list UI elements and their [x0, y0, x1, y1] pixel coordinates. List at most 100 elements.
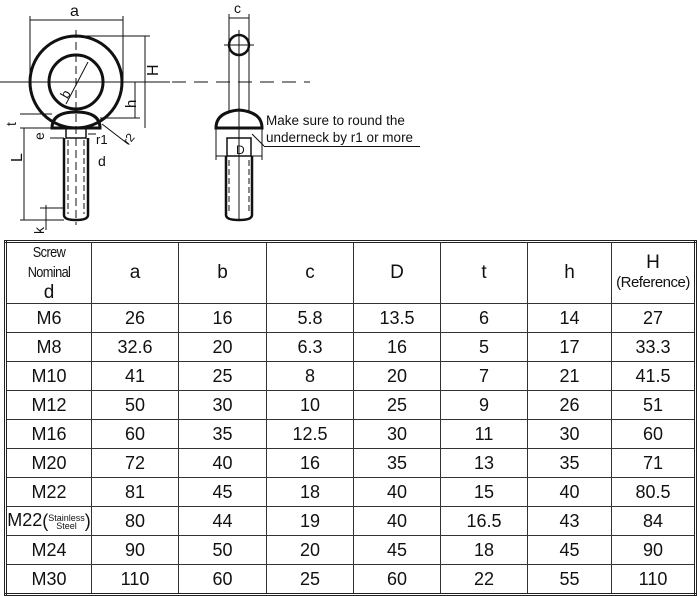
cell-c: 5.8	[266, 303, 354, 333]
cell-a: 72	[91, 448, 179, 478]
cell-b: 25	[178, 361, 267, 391]
label-e: e	[31, 132, 47, 140]
cell-a: 41	[91, 361, 179, 391]
cell-t: 15	[440, 477, 528, 507]
cell-c: 16	[266, 448, 354, 478]
nominal-value: M22	[7, 510, 43, 531]
nominal-value: M24	[31, 539, 67, 560]
header-H: H (Reference)	[611, 241, 696, 304]
nominal-value: M30	[31, 568, 67, 589]
cell-nominal: M22	[5, 477, 92, 507]
cell-a: 26	[91, 303, 179, 333]
label-r1: r1	[96, 132, 108, 147]
cell-D: 60	[353, 564, 441, 595]
cell-D: 13.5	[353, 303, 441, 333]
cell-H: 80.5	[611, 477, 696, 507]
eyebolt-drawing: a b H h t e r1 r2 d L k c D	[0, 0, 310, 234]
cell-c: 10	[266, 390, 354, 420]
nominal-value: M8	[36, 336, 62, 357]
nominal-value: M22	[31, 481, 67, 502]
cell-H: 71	[611, 448, 696, 478]
note-underline	[264, 146, 420, 147]
cell-h: 17	[527, 332, 612, 362]
cell-b: 35	[178, 419, 267, 449]
cell-D: 16	[353, 332, 441, 362]
cell-H: 90	[611, 535, 696, 565]
cell-h: 30	[527, 419, 612, 449]
label-d: d	[98, 153, 106, 169]
label-D: D	[236, 143, 245, 157]
label-c: c	[234, 0, 241, 16]
cell-H: 84	[611, 506, 696, 536]
note-line-1: Make sure to round the	[266, 113, 405, 128]
cell-nominal: M6	[5, 303, 92, 333]
label-a: a	[70, 3, 79, 20]
cell-H: 110	[611, 564, 696, 595]
cell-t: 7	[440, 361, 528, 391]
nominal-value: M16	[31, 423, 67, 444]
cell-c: 12.5	[266, 419, 354, 449]
cell-b: 60	[178, 564, 267, 595]
header-nominal-sub: d	[43, 282, 55, 303]
cell-a: 110	[91, 564, 179, 595]
cell-b: 20	[178, 332, 267, 362]
label-b: b	[57, 87, 74, 101]
label-t: t	[3, 122, 19, 126]
header-h: h	[527, 241, 612, 304]
header-H-label: H	[646, 252, 660, 273]
cell-h: 21	[527, 361, 612, 391]
table-header-row: Screw Nominal d a b c D t h H (Reference…	[5, 241, 696, 304]
cell-nominal: M16	[5, 419, 92, 449]
cell-b: 30	[178, 390, 267, 420]
cell-c: 6.3	[266, 332, 354, 362]
header-H-sub: (Reference)	[616, 274, 690, 291]
cell-H: 27	[611, 303, 696, 333]
cell-b: 40	[178, 448, 267, 478]
cell-t: 18	[440, 535, 528, 565]
cell-nominal: M12	[5, 390, 92, 420]
cell-D: 40	[353, 506, 441, 536]
nominal-value: M10	[31, 365, 67, 386]
cell-h: 26	[527, 390, 612, 420]
cell-H: 60	[611, 419, 696, 449]
label-H: H	[145, 64, 162, 76]
cell-h: 35	[527, 448, 612, 478]
dimension-table: Screw Nominal d a b c D t h H (Reference…	[4, 240, 697, 596]
cell-H: 41.5	[611, 361, 696, 391]
cell-D: 40	[353, 477, 441, 507]
nominal-value: M20	[31, 452, 67, 473]
cell-D: 35	[353, 448, 441, 478]
cell-D: 45	[353, 535, 441, 565]
cell-t: 6	[440, 303, 528, 333]
underneck-note: Make sure to round the underneck by r1 o…	[266, 112, 413, 146]
header-c: c	[266, 241, 354, 304]
cell-nominal: M30	[5, 564, 92, 595]
cell-h: 55	[527, 564, 612, 595]
cell-t: 13	[440, 448, 528, 478]
header-b: b	[178, 241, 267, 304]
cell-h: 45	[527, 535, 612, 565]
label-r2: r2	[120, 130, 138, 147]
cell-c: 19	[266, 506, 354, 536]
cell-D: 20	[353, 361, 441, 391]
label-k: k	[31, 226, 47, 234]
header-nominal: Screw Nominal d	[5, 241, 92, 304]
cell-D: 25	[353, 390, 441, 420]
note-line-2: underneck by r1 or more	[266, 130, 414, 145]
cell-b: 50	[178, 535, 267, 565]
cell-H: 33.3	[611, 332, 696, 362]
cell-a: 50	[91, 390, 179, 420]
cell-h: 14	[527, 303, 612, 333]
